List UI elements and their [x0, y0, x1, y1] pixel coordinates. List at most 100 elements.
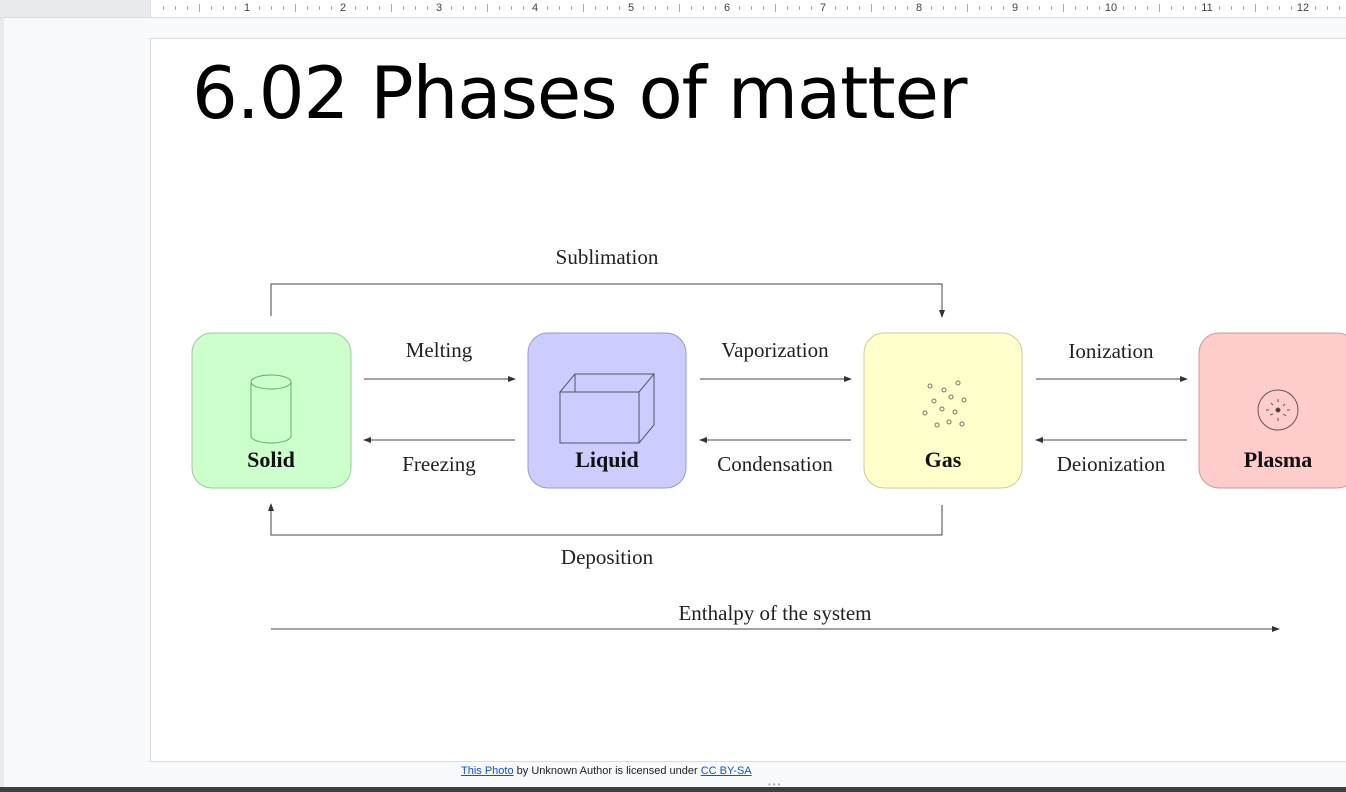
ruler-tick [1291, 6, 1292, 10]
ruler-tick [1135, 6, 1136, 10]
slide-canvas[interactable]: 6.02 Phases of matter Solid Liquid [150, 38, 1346, 762]
box-icon [558, 373, 656, 444]
ruler-tick [775, 4, 776, 12]
photo-credit: This Photo by Unknown Author is licensed… [461, 765, 752, 777]
ruler-tick [979, 6, 980, 10]
ruler-tick [859, 6, 860, 10]
ruler-tick [571, 6, 572, 10]
ruler-tick [1123, 6, 1124, 10]
ruler-number: 9 [1011, 2, 1019, 14]
ruler-tick [607, 6, 608, 10]
ruler-tick [1159, 4, 1160, 12]
ruler-tick [1267, 6, 1268, 10]
ruler-tick [739, 6, 740, 10]
freezing-label: Freezing [402, 452, 476, 476]
ruler-tick [1039, 6, 1040, 10]
ruler-tick [967, 4, 968, 12]
bottom-bar [0, 787, 1346, 792]
ruler-tick [1027, 6, 1028, 10]
ruler-tick [991, 6, 992, 10]
credit-text: by Unknown Author is licensed under [513, 765, 701, 777]
ruler-tick [211, 6, 212, 10]
phases-diagram-image[interactable]: Solid Liquid Gas [151, 39, 1346, 761]
ionization-label: Ionization [1068, 339, 1154, 363]
ruler-tick [1063, 4, 1064, 12]
ruler-tick [523, 6, 524, 10]
ruler-tick [943, 6, 944, 10]
ruler-tick [1243, 6, 1244, 10]
vaporization-label: Vaporization [721, 338, 829, 362]
ruler-tick [811, 6, 812, 10]
ruler-tick [955, 6, 956, 10]
ruler-tick [163, 6, 164, 10]
ruler-number: 5 [627, 2, 635, 14]
ruler-tick [1195, 6, 1196, 10]
ruler-tick [643, 6, 644, 10]
ruler-tick [787, 6, 788, 10]
enthalpy-axis-label: Enthalpy of the system [678, 601, 871, 625]
state-label: Solid [247, 447, 295, 472]
ruler-tick [1327, 6, 1328, 10]
ruler-tick [223, 6, 224, 10]
ruler-tick [907, 6, 908, 10]
ruler-tick [895, 6, 896, 10]
ruler-tick [799, 6, 800, 10]
ruler-tick [187, 6, 188, 10]
condensation-label: Condensation [717, 452, 833, 476]
this-photo-link[interactable]: This Photo [461, 765, 514, 777]
ruler-tick [763, 6, 764, 10]
ruler-tick [715, 6, 716, 10]
ruler-tick [487, 4, 488, 12]
state-label: Gas [925, 447, 962, 472]
deposition-label: Deposition [561, 545, 654, 569]
state-label: Plasma [1244, 447, 1312, 472]
ruler-tick [307, 6, 308, 10]
ruler-number: 11 [1201, 2, 1213, 14]
ruler-number: 4 [531, 2, 539, 14]
ruler-tick [295, 4, 296, 12]
left-panel [0, 18, 4, 788]
license-link[interactable]: CC BY-SA [700, 765, 752, 777]
ruler-tick [331, 6, 332, 10]
state-plasma: Plasma [1198, 332, 1346, 489]
ruler-tick [463, 6, 464, 10]
ruler-tick [1099, 6, 1100, 10]
sublimation-label: Sublimation [556, 245, 659, 269]
ruler-tick [367, 6, 368, 10]
ruler-tick [1051, 6, 1052, 10]
slide-title[interactable]: 6.02 Phases of matter [192, 51, 967, 135]
ruler-tick [283, 6, 284, 10]
ruler-tick [235, 6, 236, 10]
ruler-tick [667, 6, 668, 10]
ruler-tick [835, 6, 836, 10]
ruler-tick [703, 6, 704, 10]
ruler-number: 10 [1104, 2, 1118, 14]
ruler-tick [1087, 6, 1088, 10]
state-liquid: Liquid [527, 332, 687, 489]
ruler-tick [751, 6, 752, 10]
deposition-arrow [268, 503, 943, 536]
ruler-tick [199, 4, 200, 12]
ruler-number: 2 [339, 2, 347, 14]
ruler-tick [475, 6, 476, 10]
ruler-number: 6 [723, 2, 731, 14]
resize-handle[interactable]: ••• [768, 780, 783, 789]
ruler-tick [679, 4, 680, 12]
ruler-number: 3 [435, 2, 443, 14]
ruler-tick [1003, 6, 1004, 10]
ruler-tick [1315, 6, 1316, 10]
ruler-tick [583, 4, 584, 12]
ruler-tick [259, 6, 260, 10]
ruler-tick [1231, 6, 1232, 10]
ruler-tick [451, 6, 452, 10]
particles-icon [922, 380, 967, 428]
ruler-tick [427, 6, 428, 10]
deionization-label: Deionization [1057, 452, 1166, 476]
ruler-tick [391, 4, 392, 12]
ruler-tick [1147, 6, 1148, 10]
ruler-number: 8 [915, 2, 923, 14]
ruler-tick [595, 6, 596, 10]
ruler-tick [559, 6, 560, 10]
ruler-tick [1219, 6, 1220, 10]
